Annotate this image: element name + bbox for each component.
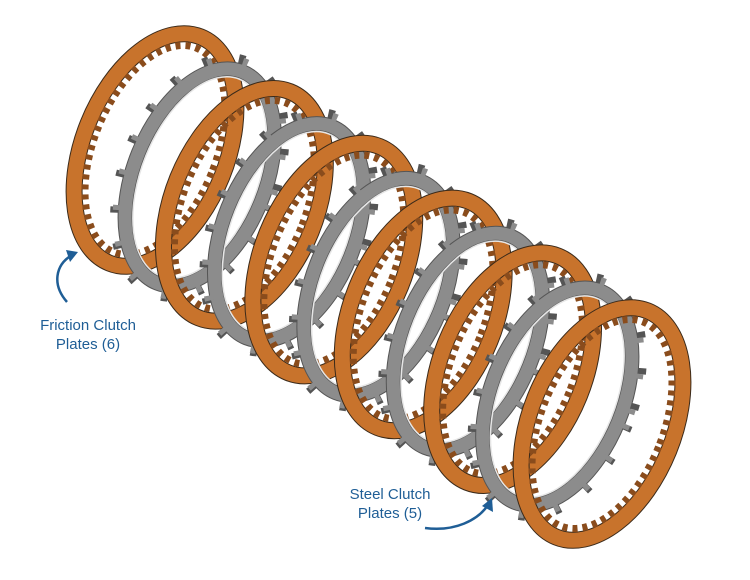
friction-plate <box>65 25 245 275</box>
steel-plates-label: Steel Clutch Plates (5) <box>340 485 440 523</box>
friction-plates-label: Friction Clutch Plates (6) <box>28 316 148 354</box>
friction-plate <box>423 244 603 494</box>
friction-plate <box>333 189 513 440</box>
friction-label-line2: Plates (6) <box>55 336 121 353</box>
steel-label-line2: Plates (5) <box>357 505 423 522</box>
steel-label-line1: Steel Clutch <box>349 486 431 503</box>
friction-plate <box>512 299 692 549</box>
friction-plate <box>244 134 424 385</box>
steel-arrow-icon <box>424 504 490 531</box>
friction-label-line1: Friction Clutch <box>40 317 136 334</box>
friction-arrow-icon <box>56 253 73 303</box>
friction-arrowhead-icon <box>66 250 78 262</box>
steel-arrowhead-icon <box>482 498 493 512</box>
steel-plate <box>199 107 379 357</box>
